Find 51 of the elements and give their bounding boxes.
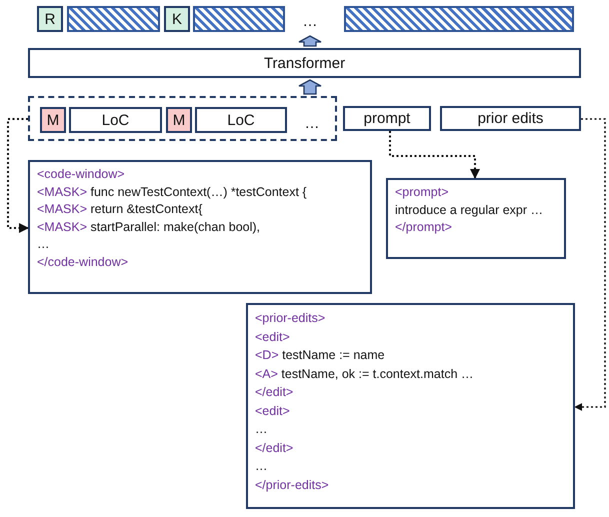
code-line: …: [37, 236, 50, 253]
node-label: R: [44, 12, 56, 26]
code-line: </prompt>: [395, 219, 453, 236]
code-line: </edit>: [255, 440, 294, 456]
mask-token-box: [166, 107, 192, 133]
code-line: </edit>: [255, 384, 294, 401]
dotted-arrow: [389, 131, 480, 179]
code-line: …: [255, 421, 268, 438]
code-line: introduce a regular expr …: [395, 202, 544, 219]
dotted-arrow: [7, 118, 29, 233]
hatched-token-bar: [193, 6, 285, 32]
code-panel: [28, 160, 372, 294]
code-line: <prompt>: [395, 184, 450, 201]
node-label: …: [304, 116, 320, 130]
node-label: LoC: [227, 112, 255, 128]
node-label: prompt: [364, 111, 410, 126]
token-box: [164, 6, 190, 32]
code-panel: [246, 303, 575, 509]
code-line: <D> testName := name: [255, 347, 386, 364]
node-label: M: [172, 112, 186, 128]
process-box: [195, 107, 287, 133]
node-label: …: [302, 14, 318, 28]
code-line: </code-window>: [37, 254, 130, 270]
code-line: </prior-edits>: [255, 476, 330, 494]
mask-token-box: [40, 107, 66, 133]
node-label: K: [172, 12, 182, 26]
code-line: <edit>: [255, 328, 291, 346]
code-line: <MASK> func newTestContext(…) *testContext {: [37, 184, 308, 201]
code-line: <prior-edits>: [255, 310, 326, 327]
code-line: <edit>: [255, 402, 291, 420]
process-box: [69, 107, 162, 133]
dashed-input-group: [28, 96, 337, 141]
node-label: prior edits: [478, 111, 544, 126]
code-line: <MASK> return &testContext{: [37, 201, 204, 218]
code-panel: [386, 178, 566, 259]
process-box: [343, 106, 431, 131]
node-label: LoC: [102, 112, 130, 128]
process-box: [28, 48, 581, 78]
code-line: <A> testName, ok := t.context.match …: [255, 366, 475, 382]
block-arrow: [298, 35, 322, 47]
block-arrow: [298, 79, 322, 95]
code-line: <code-window>: [37, 166, 126, 183]
process-box: [440, 106, 581, 131]
hatched-token-bar: [67, 6, 160, 32]
hatched-token-bar: [344, 6, 574, 32]
code-line: …: [255, 458, 268, 475]
node-label: M: [46, 112, 60, 128]
code-line: <MASK> startParallel: make(chan bool),: [37, 218, 262, 236]
dotted-arrow: [574, 118, 606, 411]
token-box: [37, 6, 63, 32]
node-label: Transformer: [264, 56, 346, 70]
